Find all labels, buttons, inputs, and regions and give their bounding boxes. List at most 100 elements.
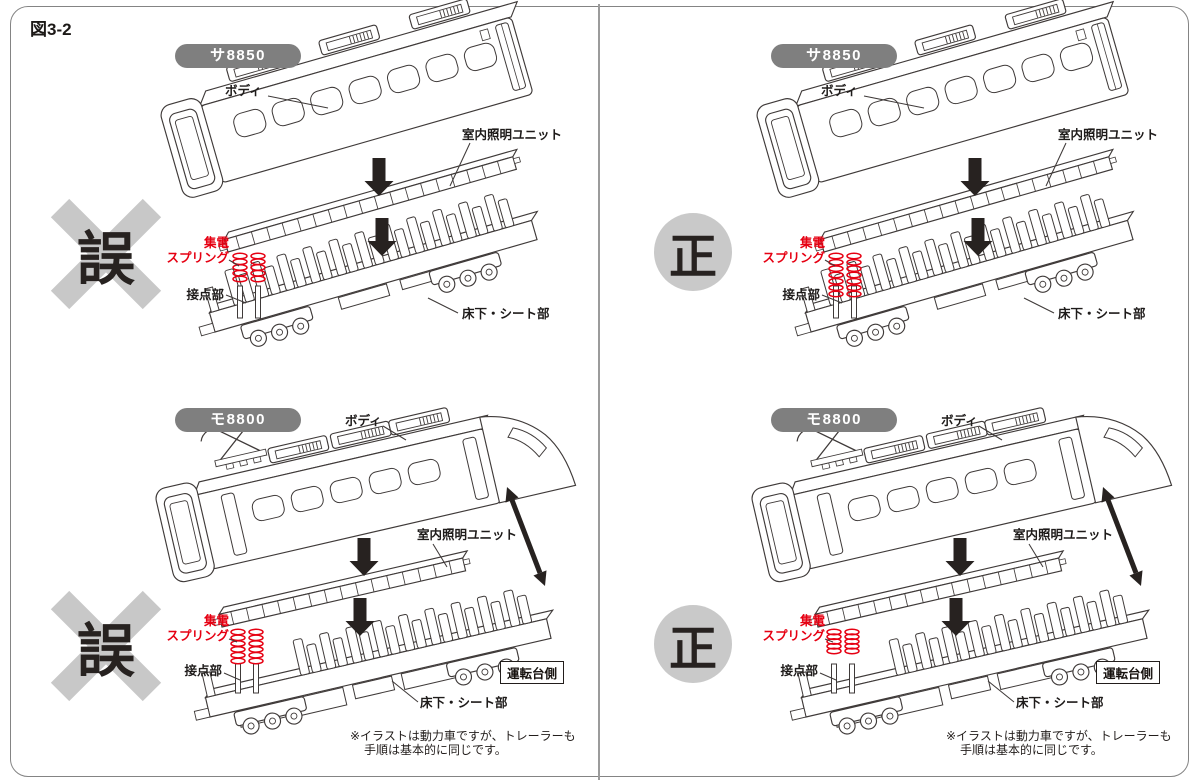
assembly-illustration xyxy=(756,0,1135,347)
lighting-unit-art xyxy=(814,148,1117,253)
circle-mark-ring xyxy=(654,605,732,683)
current-spring-label-line2: スプリング xyxy=(762,250,825,265)
body-art xyxy=(751,407,1173,583)
cab-side-label: 運転台側 xyxy=(1096,661,1161,684)
panel-sa8850-wrong: サ8850 誤 ボディ 室内照明ユニット 集電 スプリング 接点部 床下・シート… xyxy=(0,0,600,392)
body-label: ボディ xyxy=(345,414,382,428)
leader-line xyxy=(1023,297,1055,314)
contact-label: 接点部 xyxy=(782,288,820,302)
cab-alignment-arrow xyxy=(505,487,547,586)
correct-mark-kanji: 正 xyxy=(668,231,717,284)
leader-line xyxy=(228,259,240,267)
current-spring-label: 集電 スプリング xyxy=(153,614,229,644)
current-collector-spring xyxy=(230,628,246,665)
contact-post xyxy=(851,285,857,319)
body-art xyxy=(160,0,533,198)
current-collector-spring xyxy=(828,252,844,298)
underfloor-seat-label: 床下・シート部 xyxy=(1058,307,1146,321)
model-number-badge: モ8800 xyxy=(771,408,897,432)
wrong-mark-kanji: 誤 xyxy=(76,619,135,684)
underfloor-seat-unit-art xyxy=(193,589,555,735)
down-arrow xyxy=(945,538,975,576)
model-number-badge: サ8850 xyxy=(175,44,301,68)
assembly-illustration xyxy=(160,0,539,347)
cab-side-label: 運転台側 xyxy=(500,661,565,684)
lighting-unit-art xyxy=(808,550,1067,628)
note-line2: 手順は基本的に同じです。 xyxy=(364,743,507,757)
down-arrow xyxy=(960,158,990,196)
current-collector-spring xyxy=(232,252,248,283)
body-art xyxy=(756,0,1129,198)
current-spring-label: 集電 スプリング xyxy=(153,236,229,266)
current-collector-spring xyxy=(846,252,862,298)
underfloor-seat-label: 床下・シート部 xyxy=(1016,696,1104,710)
panel-sa8850-correct: サ8850 正 ボディ 室内照明ユニット 集電 スプリング 接点部 床下・シート… xyxy=(596,0,1196,392)
contact-post xyxy=(849,663,855,694)
current-spring-label: 集電 スプリング xyxy=(749,614,825,644)
leader-line xyxy=(449,142,471,187)
underfloor-seat-unit-art xyxy=(794,194,1135,347)
current-spring-label-line2: スプリング xyxy=(166,250,229,265)
current-spring-label-line1: 集電 xyxy=(203,236,229,250)
current-spring-label-line2: スプリング xyxy=(166,628,229,643)
down-arrow xyxy=(349,538,379,576)
model-number-badge: サ8850 xyxy=(771,44,897,68)
correct-mark-kanji: 正 xyxy=(668,623,717,676)
lighting-unit-label: 室内照明ユニット xyxy=(1013,528,1114,542)
lighting-unit-label: 室内照明ユニット xyxy=(1058,128,1159,142)
down-arrow xyxy=(941,598,971,636)
leader-line xyxy=(225,294,247,304)
leader-line xyxy=(978,425,1003,441)
underfloor-seat-unit-art xyxy=(198,194,539,347)
leader-line xyxy=(821,294,843,304)
lighting-unit-art xyxy=(212,550,471,628)
underfloor-seat-label: 床下・シート部 xyxy=(462,307,550,321)
contact-post xyxy=(237,285,243,319)
current-collector-spring xyxy=(844,628,860,655)
underfloor-seat-label: 床下・シート部 xyxy=(420,696,508,710)
panel-mo8800-correct: モ8800 正 ボディ 室内照明ユニット 集電 スプリング 接点部 床下・シート… xyxy=(596,392,1196,784)
current-spring-label-line1: 集電 xyxy=(799,236,825,250)
body-label: ボディ xyxy=(941,414,978,428)
wrong-mark: 誤 xyxy=(50,590,162,702)
body-label: ボディ xyxy=(225,84,262,98)
body-art xyxy=(155,407,577,583)
leader-line xyxy=(819,672,837,681)
note-line1: ※イラストは動力車ですが、トレーラーも xyxy=(350,729,576,743)
leader-line xyxy=(427,297,459,314)
figure-label: 図3-2 xyxy=(30,20,72,39)
leader-line xyxy=(1028,543,1044,568)
leader-line xyxy=(987,680,1015,703)
current-spring-label-line1: 集電 xyxy=(799,614,825,628)
note-line2: 手順は基本的に同じです。 xyxy=(960,743,1103,757)
leader-line xyxy=(824,259,836,267)
current-collector-spring xyxy=(248,628,264,665)
lighting-unit-label: 室内照明ユニット xyxy=(417,528,518,542)
wrong-mark-kanji: 誤 xyxy=(76,227,135,292)
leader-line xyxy=(432,543,448,568)
leader-line xyxy=(267,95,329,109)
contact-label: 接点部 xyxy=(186,288,224,302)
underfloor-seat-unit-art xyxy=(789,589,1151,735)
cab-alignment-arrow xyxy=(1101,487,1143,586)
center-divider xyxy=(598,4,600,780)
current-collector-spring xyxy=(250,252,266,283)
down-arrow xyxy=(345,598,375,636)
current-spring-label-line2: スプリング xyxy=(762,628,825,643)
contact-label: 接点部 xyxy=(184,664,222,678)
lighting-unit-art xyxy=(218,148,521,253)
leader-line xyxy=(1045,142,1067,187)
contact-post xyxy=(253,663,259,694)
leader-line xyxy=(382,425,407,441)
down-arrow xyxy=(963,218,993,256)
lighting-unit-label: 室内照明ユニット xyxy=(462,128,563,142)
contact-label: 接点部 xyxy=(780,664,818,678)
correct-mark: 正 xyxy=(654,605,732,683)
wrong-mark: 誤 xyxy=(50,198,162,310)
correct-mark: 正 xyxy=(654,213,732,291)
leader-line xyxy=(391,680,419,703)
leader-line xyxy=(824,638,834,643)
assembly-illustration xyxy=(155,407,577,735)
contact-post xyxy=(255,285,261,319)
